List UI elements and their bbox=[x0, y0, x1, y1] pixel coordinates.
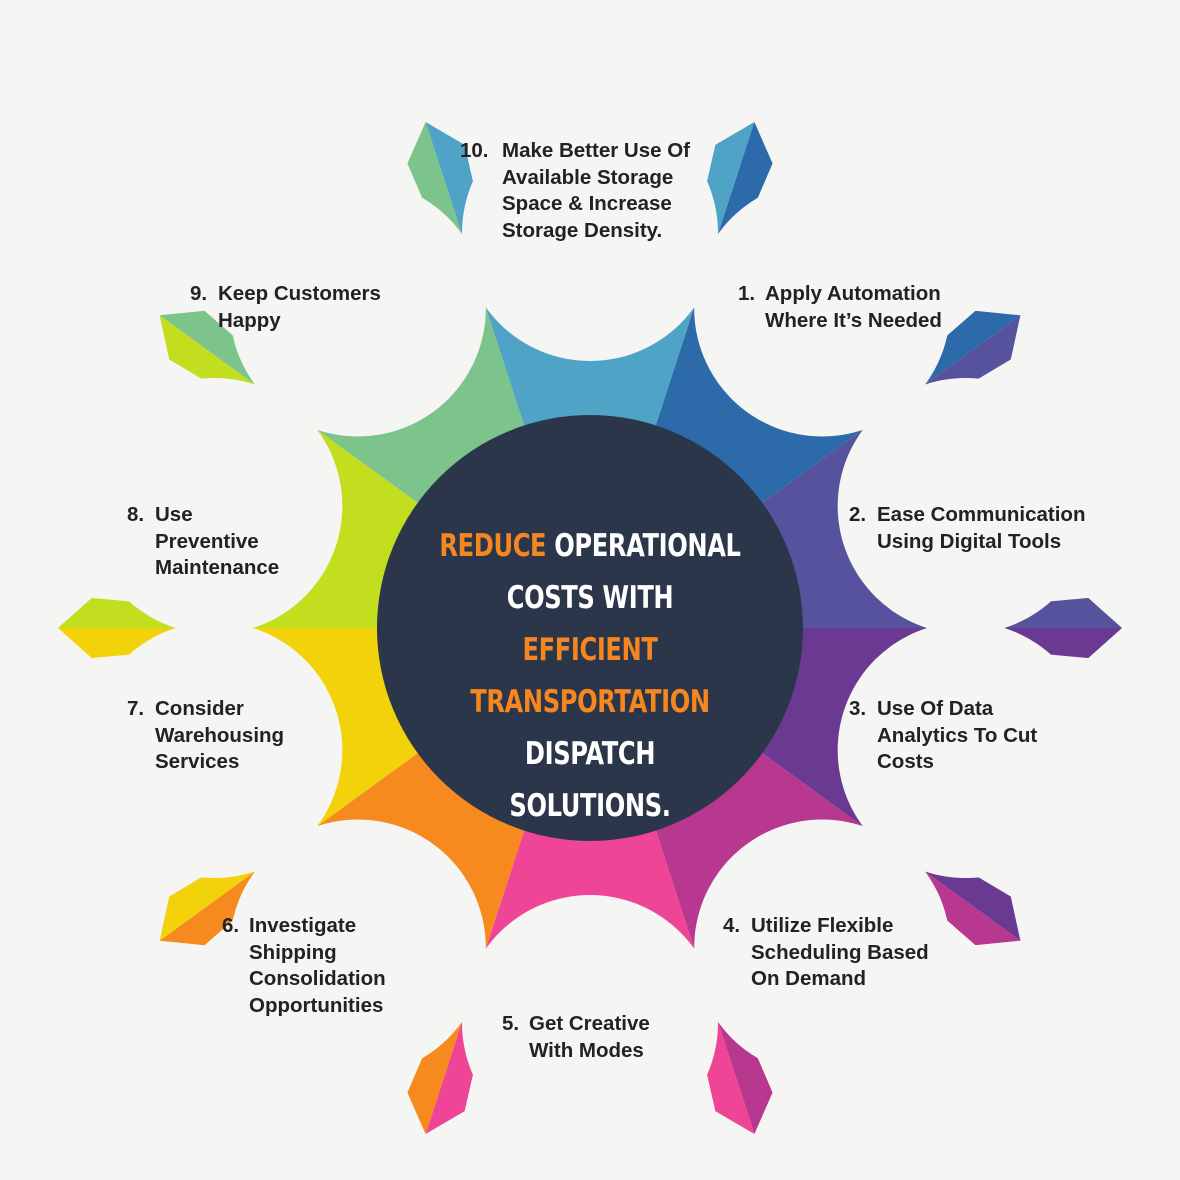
item-number: 9. bbox=[190, 282, 208, 305]
gap-1 bbox=[731, 0, 1151, 380]
item-1: 1. Apply Automation Where It’s Needed bbox=[738, 282, 942, 332]
center-title-line-3: TRANSPORTATION DISPATCH bbox=[470, 684, 710, 772]
item-4: 4. Utilize Flexible Scheduling Based On … bbox=[723, 914, 929, 990]
item-number: 8. bbox=[127, 503, 145, 526]
item-number: 3. bbox=[849, 697, 867, 720]
item-7: 7. Consider Warehousing Services bbox=[127, 697, 285, 773]
item-number: 7. bbox=[127, 697, 145, 720]
item-3: 3. Use Of Data Analytics To Cut Costs bbox=[849, 697, 1038, 773]
gap-5 bbox=[448, 1009, 732, 1180]
item-number: 6. bbox=[222, 914, 240, 937]
item-6: 6. Investigate Shipping Consolidation Op… bbox=[222, 914, 386, 1017]
item-2: 2. Ease Communication Using Digital Tool… bbox=[849, 503, 1086, 553]
item-8: 8. Use Preventive Maintenance bbox=[127, 503, 280, 579]
center-title-line-2: COSTS WITH EFFICIENT bbox=[506, 580, 674, 668]
center-title: REDUCE OPERATIONAL COSTS WITH EFFICIENT … bbox=[438, 520, 742, 832]
gap-7 bbox=[0, 648, 259, 998]
gap-4 bbox=[731, 876, 1151, 1180]
gap-8 bbox=[0, 258, 259, 608]
gap-10 bbox=[431, 0, 749, 247]
center-circle bbox=[377, 415, 803, 841]
item-9: 9. Keep Customers Happy bbox=[190, 282, 381, 332]
item-number: 10. bbox=[460, 139, 489, 162]
gap-9 bbox=[29, 0, 449, 380]
gap-2 bbox=[921, 258, 1180, 608]
center-title-line-4: SOLUTIONS. bbox=[509, 788, 671, 824]
gap-6 bbox=[29, 876, 449, 1180]
center-title-line-1: REDUCE OPERATIONAL bbox=[439, 528, 741, 564]
item-10: 10. Make Better Use Of Available Storage… bbox=[460, 139, 690, 242]
item-number: 2. bbox=[849, 503, 867, 526]
item-number: 1. bbox=[738, 282, 756, 305]
gap-3 bbox=[921, 648, 1180, 998]
item-number: 5. bbox=[502, 1012, 520, 1035]
item-5: 5. Get Creative With Modes bbox=[502, 1012, 650, 1062]
item-number: 4. bbox=[723, 914, 741, 937]
